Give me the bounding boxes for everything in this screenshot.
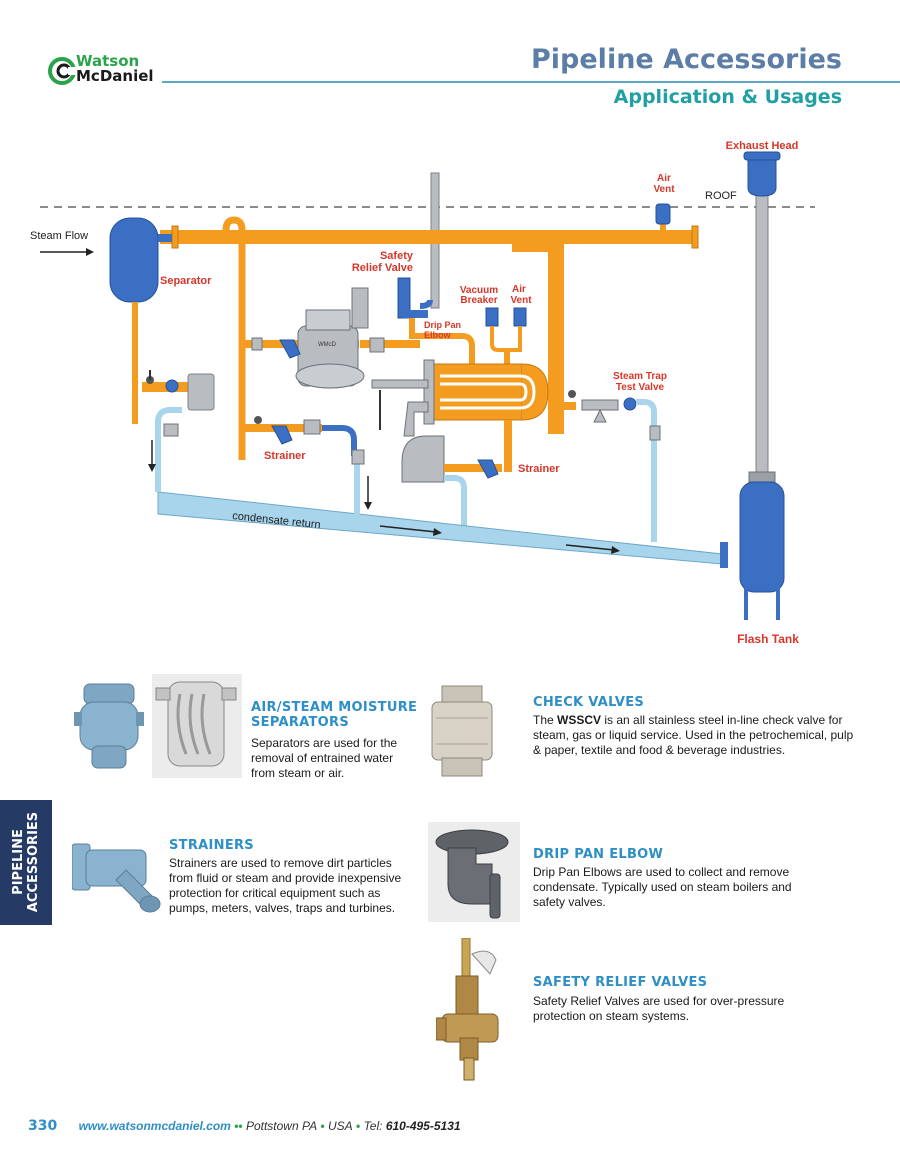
separators-title: AIR/STEAM MOISTURE SEPARATORS (251, 700, 417, 730)
separators-body: Separators are used for the removal of e… (251, 736, 397, 781)
side-tab-text: PIPELINE ACCESSORIES (11, 812, 41, 912)
label-trap-test-1: Steam Trap (613, 371, 667, 382)
flash-tank-icon (739, 481, 785, 593)
drip-pan-title: DRIP PAN ELBOW (533, 847, 664, 862)
footer-tel-label: Tel: (363, 1119, 383, 1133)
page-subtitle: Application & Usages (613, 86, 842, 108)
steam-trap-icon (581, 399, 619, 411)
drip-pan-body-line: safety valves. (533, 895, 606, 909)
check-valve-icon (431, 685, 493, 777)
separators-body-line: removal of entrained water (251, 751, 394, 765)
label-drip-pan-2: Elbow (424, 330, 451, 340)
footer-website-link[interactable]: www.watsonmcdaniel.com (78, 1119, 231, 1133)
label-drip-pan-1: Drip Pan (424, 320, 461, 330)
exhaust-head-icon (747, 157, 777, 197)
footer-sep-1: • (320, 1119, 325, 1133)
check-valves-body-line: steam, gas or liquid service. Used in th… (533, 728, 854, 742)
check-valves-model: WSSCV (557, 713, 602, 727)
label-trap-test-2: Test Valve (616, 382, 665, 393)
strainer-icon-3 (477, 459, 499, 479)
drip-pan-body-line: Drip Pan Elbows are used to collect and … (533, 865, 790, 879)
separator-product-icon (74, 683, 144, 769)
label-safety-1: Safety (380, 250, 414, 262)
label-safety-2: Relief Valve (352, 262, 413, 274)
check-valves-body: The WSSCV is an all stainless steel in-l… (533, 713, 853, 758)
label-strainer-2: Strainer (518, 463, 560, 475)
label-separator: Separator (160, 275, 212, 287)
label-vacuum-1: Vacuum (460, 285, 498, 296)
side-tab-line2: ACCESSORIES (26, 811, 41, 913)
logo-wordmark: Watson McDaniel (76, 54, 154, 84)
exhaust-flange (748, 471, 776, 483)
air-vent-icon-2 (513, 307, 527, 327)
footer-city: Pottstown PA (245, 1119, 318, 1133)
strainers-body-line: from fluid or steam and provide inexpens… (169, 871, 402, 885)
safety-relief-body-line: Safety Relief Valves are used for over-p… (533, 994, 785, 1008)
label-air-vent-1b: Vent (653, 184, 675, 195)
float-trap-icon (401, 435, 445, 483)
page-number: 330 (28, 1118, 58, 1134)
air-vent-icon-1 (655, 203, 671, 225)
heat-exchanger-icon (429, 363, 523, 421)
safety-relief-title: SAFETY RELIEF VALVES (533, 975, 708, 990)
label-air-vent-2b: Vent (510, 295, 532, 306)
check-valves-title: CHECK VALVES (533, 695, 645, 710)
strainers-body-line: Strainers are used to remove dirt partic… (169, 856, 392, 870)
check-valves-body-line: & paper, textile and food & beverage ind… (533, 743, 786, 757)
label-steam-flow: Steam Flow (30, 230, 88, 242)
strainers-body-line: protection for critical equipment such a… (169, 886, 381, 900)
condensate-return-pipe (157, 491, 723, 565)
steam-drop-pipe (222, 216, 246, 460)
company-logo: Watson McDaniel (48, 54, 168, 90)
label-strainer-1: Strainer (264, 450, 306, 462)
page-footer: 330 www.watsonmcdaniel.com •• Pottstown … (28, 1118, 461, 1134)
separators-title-line1: AIR/STEAM MOISTURE (251, 700, 418, 715)
footer-country: USA (327, 1119, 353, 1133)
logo-line1: Watson (76, 52, 140, 70)
exhaust-pipe (755, 191, 769, 485)
label-flash-tank: Flash Tank (737, 632, 799, 646)
strainer-product-icon (72, 843, 161, 913)
label-exhaust-head: Exhaust Head (726, 140, 799, 152)
side-tab-line1: PIPELINE (11, 829, 26, 895)
strainer-icon-2 (271, 425, 293, 445)
safety-relief-body-line: protection on steam systems. (533, 1009, 690, 1023)
separator-trap-icon (187, 373, 215, 411)
check-valves-body-line: is an all stainless steel in-line check … (601, 713, 843, 727)
footer-sep-2: • (356, 1119, 361, 1133)
separators-title-line2: SEPARATORS (251, 715, 349, 730)
page-title: Pipeline Accessories (531, 44, 842, 75)
safety-relief-body: Safety Relief Valves are used for over-p… (533, 994, 784, 1024)
strainers-body-line: pumps, meters, valves, traps and turbine… (169, 901, 396, 915)
strainers-title: STRAINERS (169, 838, 254, 853)
drip-pan-body-line: condensate. Typically used on steam boil… (533, 880, 792, 894)
label-vacuum-2: Breaker (460, 295, 497, 306)
logo-line2: McDaniel (76, 67, 154, 85)
separator-icon (109, 217, 159, 303)
separators-body-line: from steam or air. (251, 766, 345, 780)
logo-mark-icon (48, 57, 76, 85)
label-air-vent-1a: Air (657, 173, 671, 184)
footer-bullets: •• (234, 1119, 243, 1133)
separator-cutaway-icon (152, 674, 242, 778)
valve-logo-text: WMcD (318, 342, 337, 348)
header-rule (162, 81, 900, 83)
drip-pan-body: Drip Pan Elbows are used to collect and … (533, 865, 792, 910)
strainers-body: Strainers are used to remove dirt partic… (169, 856, 401, 916)
steam-header-pipe (160, 230, 698, 244)
safety-relief-valve-product-icon (436, 938, 499, 1081)
check-valves-body-pre: The (533, 713, 558, 727)
drip-pan-elbow-icon (428, 822, 520, 922)
label-air-vent-2a: Air (512, 284, 526, 295)
piping-diagram: WMcD (30, 140, 815, 646)
separators-body-line: Separators are used for the (251, 736, 398, 750)
label-roof: ROOF (705, 190, 737, 202)
footer-phone[interactable]: 610-495-5131 (385, 1119, 461, 1133)
vacuum-breaker-icon (485, 307, 499, 327)
section-side-tab: PIPELINE ACCESSORIES (0, 800, 52, 925)
strainer-icon-1 (279, 339, 301, 359)
